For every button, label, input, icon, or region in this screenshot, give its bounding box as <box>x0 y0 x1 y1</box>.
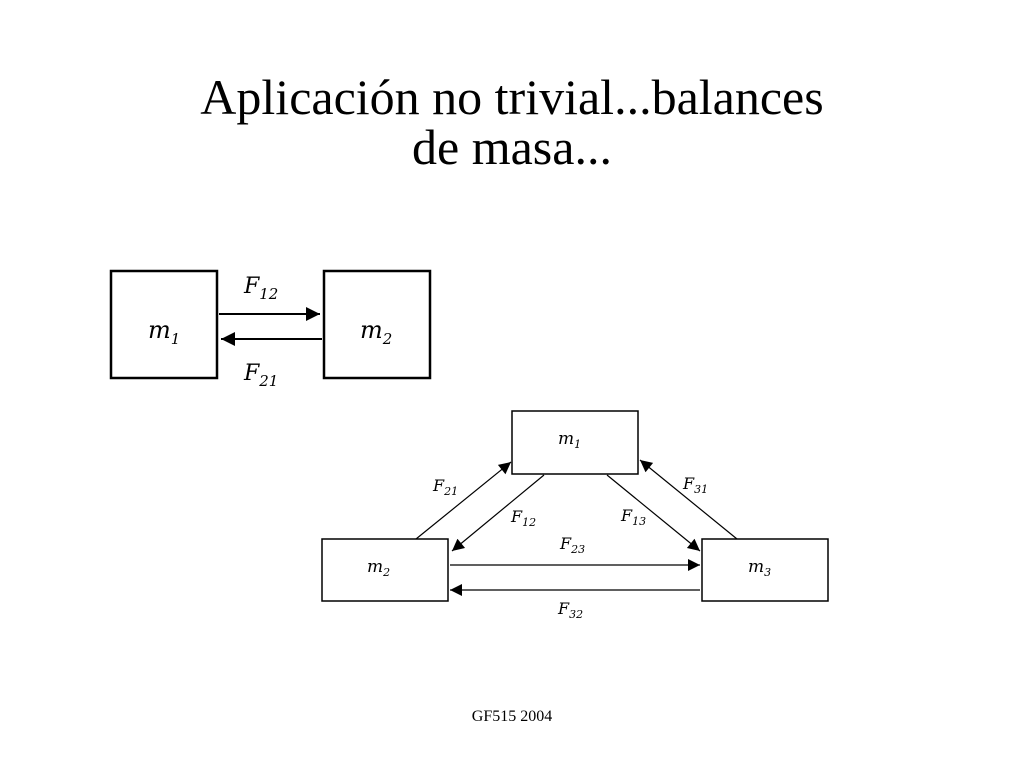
bottom-edge-f31-label: F31 <box>682 474 708 496</box>
top-edge-f21-label: F21 <box>243 361 278 390</box>
top-diagram: m1 m2 F12 F21 <box>109 269 432 390</box>
bottom-node-m1-box <box>511 410 639 475</box>
title-line-1: Aplicación no trivial...balances <box>200 69 824 125</box>
bottom-node-m3-label: m3 <box>748 557 771 579</box>
bottom-diagram: m1 m2 m3 F21 F12 F13 F31 <box>321 410 829 621</box>
top-node-m1-label: m1 <box>148 316 180 348</box>
bottom-node-m2-box <box>321 538 449 602</box>
bottom-edge-f23-label: F23 <box>559 534 585 556</box>
slide-title: Aplicación no trivial...balances de masa… <box>0 72 1024 172</box>
bottom-node-m3-box <box>701 538 829 602</box>
bottom-edge-f12-arrow <box>451 474 545 552</box>
title-line-2: de masa... <box>412 119 612 175</box>
bottom-edge-f32-label: F32 <box>557 599 583 621</box>
slide-footer: GF515 2004 <box>471 708 553 725</box>
bottom-node-m2-label: m2 <box>367 557 390 579</box>
top-node-m2-label: m2 <box>360 316 392 348</box>
bottom-edge-f13-arrow <box>606 474 701 552</box>
bottom-edge-f13-label: F13 <box>620 506 646 528</box>
bottom-edge-f12-label: F12 <box>510 507 536 529</box>
bottom-edge-f31-arrow <box>639 459 738 540</box>
top-node-m2-box <box>322 269 432 380</box>
top-node-m1-box <box>109 269 219 380</box>
top-edge-f12-label: F12 <box>243 274 278 303</box>
bottom-edge-f21-label: F21 <box>432 476 458 498</box>
bottom-edge-f21-arrow <box>415 461 512 540</box>
bottom-node-m1-label: m1 <box>558 429 581 451</box>
